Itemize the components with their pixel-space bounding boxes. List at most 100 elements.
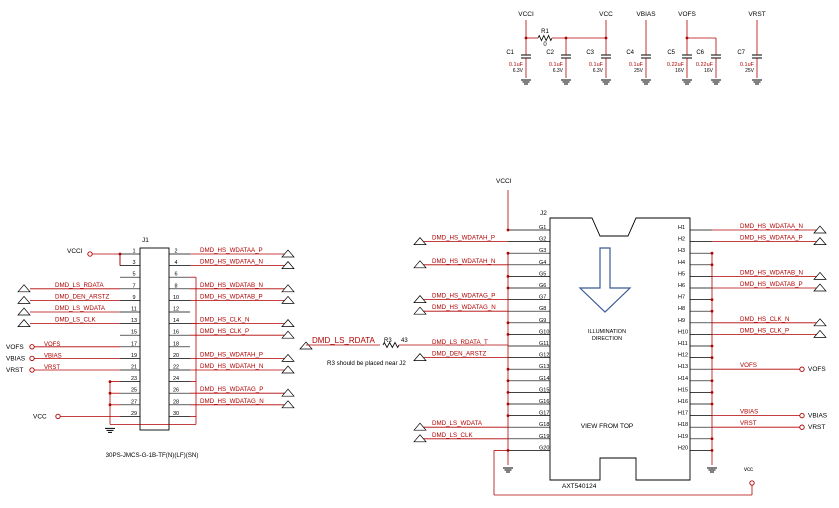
j1-pin-number: 15 <box>131 330 137 336</box>
j2-g-pin-name: G17 <box>539 411 549 417</box>
illumination-arrow-icon <box>578 247 632 313</box>
junction-dot <box>506 286 510 290</box>
cap-value: 0.1uF <box>549 62 564 68</box>
j1-net-label: DMD_LS_RDATA <box>55 282 104 289</box>
cap-ref: C2 <box>546 50 554 56</box>
j2-h-pin-name: H15 <box>678 387 688 393</box>
j1-pin-number: 16 <box>173 330 179 336</box>
ground-symbol <box>711 79 721 85</box>
junction-dot <box>108 391 112 395</box>
offpage-triangle-icon <box>281 353 295 362</box>
j1-net-power: VOFS <box>6 344 24 351</box>
offpage-triangle-icon <box>281 330 295 339</box>
j1-pin-number: 29 <box>131 411 137 417</box>
cap-value: 0.1uF <box>589 62 604 68</box>
offpage-triangle-icon <box>281 319 295 327</box>
junction-dot <box>506 414 510 417</box>
j1-net-label: DMD_HS_WDATAH_N <box>200 363 263 370</box>
r1-ref: R1 <box>541 29 549 35</box>
power-port <box>799 424 805 430</box>
j2-h-pin-name: H17 <box>678 411 688 417</box>
j2-h-pin-name: H12 <box>678 353 688 359</box>
junction-dot <box>506 321 510 325</box>
junction-dot <box>710 251 714 255</box>
j2-g-pin-name: G20 <box>539 445 549 451</box>
junction-dot <box>710 391 714 394</box>
j2-g-pin-name: G14 <box>539 376 549 382</box>
j1-pin-number: 22 <box>173 365 179 371</box>
cap-voltage: 16V <box>675 68 685 74</box>
j2-net-label: DMD_DEN_ARSTZ <box>432 351 487 358</box>
cap-ref: C7 <box>737 50 745 56</box>
j1-pin-number: 10 <box>173 295 179 301</box>
offpage-triangle-icon <box>413 295 427 303</box>
j2-vcci-label: VCCI <box>496 178 512 185</box>
j2-h-pin-name: H13 <box>678 364 688 370</box>
j2-g-pin-name: G15 <box>539 387 549 393</box>
j1-pin-number: 28 <box>173 399 179 405</box>
j1-pin-number: 1 <box>132 249 135 255</box>
ground-symbol <box>641 79 651 85</box>
offpage-triangle-icon <box>281 295 295 304</box>
junction-dot <box>506 402 510 406</box>
offpage-triangle-icon <box>413 422 427 431</box>
j2-dmd-connector-section: J2AXT540124VCCIILLUMINATIONDIRECTIONVIEW… <box>413 178 828 496</box>
offpage-triangle-icon <box>299 341 313 350</box>
ground-symbol <box>752 79 762 85</box>
ground-symbol <box>521 79 531 85</box>
offpage-triangle-icon <box>413 306 427 315</box>
junction-dot <box>710 309 714 313</box>
junction-dot <box>506 275 510 278</box>
j2-h-pin-name: H1 <box>678 225 685 231</box>
j1-net-vcci: VCCI <box>67 248 83 255</box>
j2-h-pin-name: H9 <box>678 318 685 324</box>
offpage-triangle-icon <box>17 295 31 304</box>
power-net-label: VBIAS <box>636 11 656 18</box>
view-from-top-label: VIEW FROM TOP <box>581 423 634 430</box>
j2-net-label: VOFS <box>740 362 757 369</box>
r3-resistor-icon <box>382 341 400 349</box>
j2-h-pin-name: H7 <box>678 295 685 301</box>
j2-h-pin-name: H11 <box>678 341 688 347</box>
junction-dot <box>108 403 112 407</box>
junction-dot <box>506 379 510 383</box>
junction-dot <box>506 228 510 232</box>
cap-ref: C3 <box>586 50 594 56</box>
cap-voltage: 6.3V <box>553 68 564 74</box>
offpage-triangle-icon <box>413 434 427 443</box>
j1-body <box>139 247 170 431</box>
j1-pin-number: 14 <box>173 318 179 324</box>
power-net-label: VCC <box>599 11 613 18</box>
j2-net-label: DMD_LS_CLK <box>432 432 473 439</box>
offpage-triangle-icon <box>281 365 295 374</box>
j2-port-label: VBIAS <box>808 413 828 420</box>
junction-dot <box>506 367 510 371</box>
j2-h-pin-name: H19 <box>678 434 688 440</box>
cap-voltage: 6.3V <box>513 68 524 74</box>
vcci-port <box>87 251 93 257</box>
vcc-port <box>749 480 755 486</box>
j1-pin-number: 26 <box>173 388 179 394</box>
cap-value: 0.1uF <box>740 62 755 68</box>
j1-pin-number: 8 <box>174 283 177 289</box>
offpage-triangle-icon <box>281 249 295 258</box>
power-port <box>799 366 805 372</box>
j1-net-label: VRST <box>44 365 60 371</box>
j2-g-pin-name: G6 <box>539 283 546 289</box>
j2-net-label: DMD_HS_WDATAA_P <box>740 235 803 242</box>
j2-h-pin-name: H14 <box>678 376 688 382</box>
power-net-label: VRST <box>748 11 765 18</box>
cap-voltage: 25V <box>745 68 755 74</box>
junction-dot <box>506 391 510 394</box>
j1-net-label: DMD_HS_CLK_P <box>200 328 249 335</box>
junction-dot <box>506 251 510 255</box>
junction-dot <box>710 344 714 348</box>
offpage-triangle-icon <box>17 284 31 293</box>
cap-value: 0.1uF <box>629 62 644 68</box>
j1-net-label: DMD_HS_WDATAA_N <box>200 259 263 266</box>
junction-dot <box>710 263 714 267</box>
j2-g-pin-name: G9 <box>539 318 546 324</box>
j1-net-vcc: VCC <box>33 413 47 420</box>
